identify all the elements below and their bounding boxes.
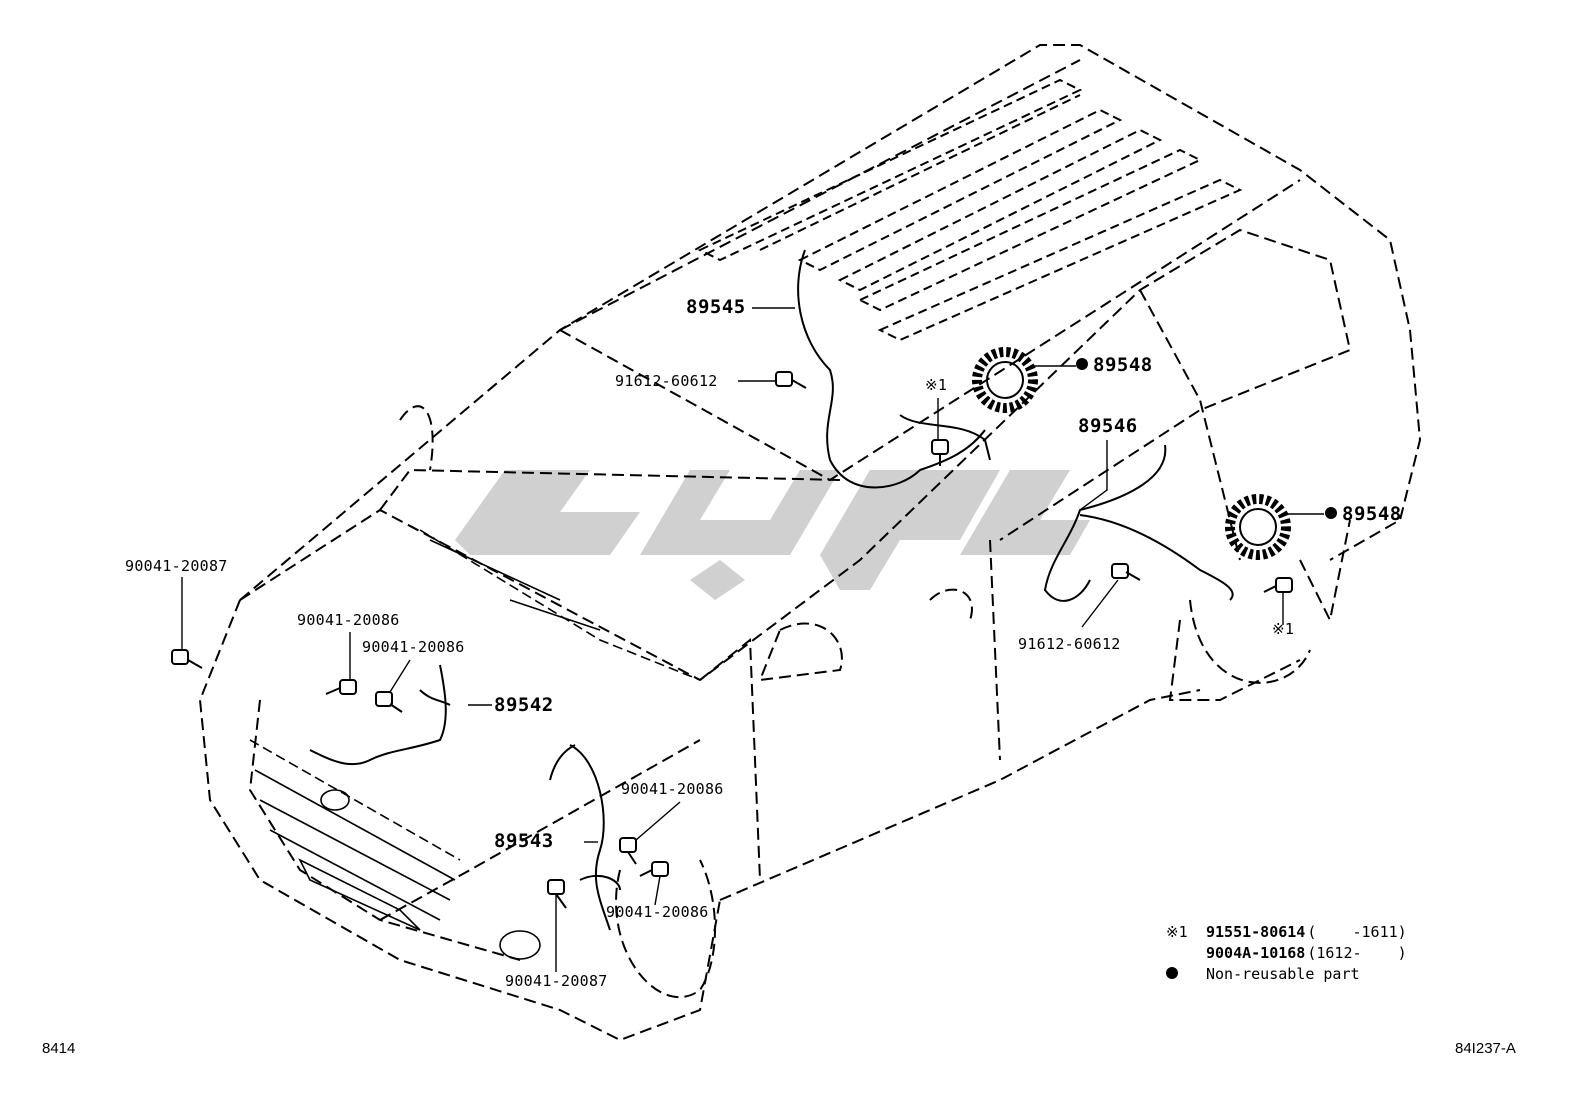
- note-part-number: 9004A-10168: [1206, 944, 1306, 962]
- label-91612-60612-lower: 91612-60612: [1018, 635, 1121, 653]
- non-reusable-dot: [1325, 506, 1337, 519]
- wire-89542: [309, 664, 447, 766]
- label-91612-60612-upper: 91612-60612: [615, 372, 718, 390]
- note-row-3: Non-reusable part: [1166, 964, 1407, 985]
- label-90041-20086-c: 90041-20086: [621, 780, 724, 798]
- label-89546: 89546: [1078, 415, 1138, 437]
- watermark: [455, 470, 1090, 600]
- note-range: ( -1611): [1307, 923, 1407, 941]
- bolt-90041-20086-b: [375, 691, 403, 713]
- note-row-2: 9004A-10168 (1612- ): [1166, 943, 1407, 964]
- label-90041-20086-b: 90041-20086: [362, 638, 465, 656]
- note-mark: ※1: [1166, 923, 1188, 941]
- bolts: [171, 371, 1293, 909]
- roof-rails: [697, 78, 1243, 342]
- bolt-mark1-right: [1263, 577, 1293, 593]
- label-mark1-upper: ※1: [925, 376, 948, 394]
- note-non-reusable-text: Non-reusable part: [1206, 965, 1360, 983]
- bolt-90041-20087-b: [547, 879, 567, 909]
- footer-left-code: 8414: [42, 1040, 76, 1057]
- front-details: [249, 529, 701, 960]
- label-89548-lower: 89548: [1342, 503, 1402, 525]
- non-reusable-dot: [1166, 966, 1178, 979]
- wire-89546: [1043, 444, 1167, 602]
- label-mark1-right: ※1: [1272, 620, 1295, 638]
- tone-rings: [972, 347, 1291, 560]
- note-row-1: ※1 91551-80614 ( -1611): [1166, 922, 1407, 943]
- wire-89545: [797, 249, 986, 489]
- label-89548-upper: 89548: [1093, 354, 1153, 376]
- sensor-wires: [309, 249, 1234, 931]
- bolt-91612-a: [775, 371, 807, 389]
- note-range: (1612- ): [1307, 944, 1407, 962]
- tone-ring-89548-lower: [1225, 494, 1291, 560]
- bolt-mark1-top: [931, 439, 949, 466]
- label-90041-20087-left: 90041-20087: [125, 557, 228, 575]
- label-89545: 89545: [686, 296, 746, 318]
- label-89543: 89543: [494, 830, 554, 852]
- footer-right-code: 84I237-A: [1455, 1040, 1516, 1057]
- bolt-91612-b: [1111, 563, 1141, 581]
- label-90041-20086-d: 90041-20086: [606, 903, 709, 921]
- bolt-90041-20086-c: [619, 837, 637, 865]
- notes-legend: ※1 91551-80614 ( -1611) 9004A-10168 (161…: [1166, 922, 1407, 985]
- bolt-90041-20086-a: [325, 679, 357, 695]
- label-90041-20087-bottom: 90041-20087: [505, 972, 608, 990]
- wire-89543: [569, 744, 611, 931]
- vehicle-outline: [198, 44, 1422, 1042]
- label-89542: 89542: [494, 694, 554, 716]
- bolt-90041-20086-d: [639, 861, 669, 877]
- label-90041-20086-a: 90041-20086: [297, 611, 400, 629]
- bolt-90041-20087-a: [171, 649, 203, 669]
- note-part-number: 91551-80614: [1206, 923, 1306, 941]
- leader-lines: [181, 307, 1324, 972]
- non-reusable-dot: [1076, 357, 1088, 370]
- tone-ring-89548-upper: [972, 347, 1038, 413]
